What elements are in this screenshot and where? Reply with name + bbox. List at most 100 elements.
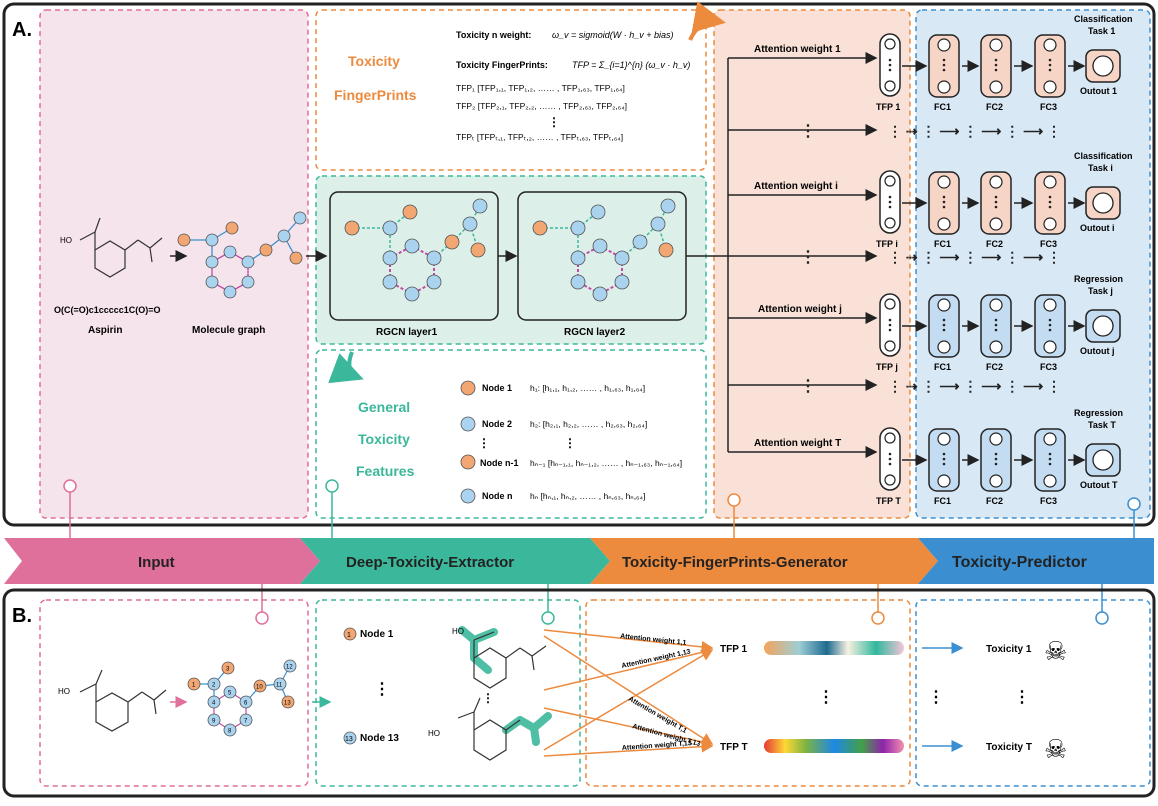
b-aspirin-structure: [79, 669, 167, 732]
fc-layer: [928, 428, 960, 492]
graph-node-number: 12: [286, 665, 293, 671]
stage-generator-arrow: [590, 538, 938, 584]
tfp-capsule: [879, 293, 901, 357]
task-label: Task j: [1088, 286, 1113, 296]
b-node13-number: 13: [345, 736, 353, 743]
output-node: [1092, 449, 1114, 471]
b-tfpt-label: TFP T: [720, 742, 748, 753]
b-highlight-molecule-1: HO ⋮: [452, 626, 547, 705]
b-ho-1: HO: [452, 627, 464, 636]
svg-text:⋮: ⋮: [800, 378, 816, 395]
feature-node-n-1-vector: hₙ₋₁ [hₙ₋₁,₁, hₙ₋₁,₂, …… , hₙ₋₁,₆₃, hₙ₋₁…: [530, 458, 682, 468]
graph-node-number: 1: [192, 683, 196, 689]
graph-node-number: 7: [244, 719, 248, 725]
tfp-label: Toxicity FingerPrints:: [456, 60, 548, 70]
output-label: Outout j: [1080, 346, 1115, 356]
graph-node: 11: [273, 677, 287, 691]
stage-predictor-arrow: [918, 538, 1154, 584]
svg-text:⋮: ⋮: [800, 123, 816, 140]
tfp-label: TFP j: [876, 362, 898, 372]
feature-node-n-1-label: Node n-1: [480, 458, 519, 468]
graph-node-number: 11: [276, 683, 283, 689]
output-label: Outout T: [1080, 480, 1118, 490]
stage-generator-label: Toxicity-FingerPrints-Generator: [622, 554, 848, 571]
weight-formula: ω_v = sigmoid(W · h_v + bias): [552, 30, 674, 40]
b-predictor-box: [915, 599, 1151, 787]
weight-label: Toxicity n weight:: [456, 30, 531, 40]
molecule-graph-caption: Molecule graph: [192, 325, 265, 336]
fc-label: FC3: [1040, 102, 1057, 112]
fc-layer: [1034, 428, 1066, 492]
tfp-row-dots: ⋮: [548, 115, 560, 129]
input-box: [39, 9, 309, 519]
b-node1-number: 1: [347, 632, 351, 639]
b-attention-lines: [543, 629, 714, 757]
fc-label: FC2: [986, 239, 1003, 249]
graph-node: 2: [207, 677, 221, 691]
fc-layer: [928, 34, 960, 98]
b-predict-dots: ⋮: [928, 689, 944, 706]
svg-text:⋮ ⇢ ⋮ ⟶ ⋮ ⟶ ⋮ ⟶ ⋮: ⋮ ⇢ ⋮ ⟶ ⋮ ⟶ ⋮ ⟶ ⋮: [888, 123, 1061, 139]
task-type-label: Regression: [1074, 408, 1123, 418]
panel-b-frame: [2, 588, 1156, 798]
graph-node-number: 3: [226, 667, 230, 673]
graph-node-number: 2: [212, 683, 216, 689]
graph-node-number: 9: [212, 719, 216, 725]
aspirin-name: Aspirin: [88, 325, 122, 336]
attention-label-t: Attention weight T: [754, 438, 841, 449]
graph-node: 5: [223, 685, 237, 699]
b-toxicity-dots: ⋮: [1014, 689, 1030, 706]
b-toxicity-t: Toxicity T: [986, 742, 1032, 753]
svg-text:⋮: ⋮: [800, 249, 816, 266]
ellipsis-row-arrows: ⋮ ⇢ ⋮ ⟶ ⋮ ⟶ ⋮ ⟶ ⋮ ⋮ ⇢ ⋮ ⟶ ⋮ ⟶ ⋮ ⟶ ⋮ ⋮ ⇢ …: [888, 123, 1061, 394]
branch-lines: [686, 52, 878, 458]
fc-layer: [980, 171, 1012, 235]
rgcn-layer2-label: RGCN layer2: [564, 327, 626, 338]
rgcn-layer1-label: RGCN layer1: [376, 327, 438, 338]
graph-node-number: 13: [284, 701, 291, 707]
task-label: Task i: [1088, 163, 1113, 173]
fingerprints-title-1: Toxicity: [348, 53, 400, 69]
attention-label-j: Attention weight j: [758, 304, 842, 315]
stage-predictor-label: Toxicity-Predictor: [952, 554, 1087, 571]
tfp-capsule: [879, 33, 901, 97]
stage-extractor-arrow: [300, 538, 610, 584]
graph-node: 4: [207, 695, 221, 709]
fingerprints-box: [315, 9, 707, 171]
graph-node: 13: [281, 695, 295, 709]
tfp-label: TFP i: [876, 239, 898, 249]
svg-text:⋮: ⋮: [482, 691, 494, 705]
tfp-row-t: TFPₜ [TFPₜ,₁, TFPₜ,₂, …… , TFPₜ,₆₃, TFPₜ…: [456, 132, 623, 142]
feature-node-2-label: Node 2: [482, 419, 512, 429]
panel-b-label: B.: [12, 605, 32, 627]
fc-label: FC2: [986, 362, 1003, 372]
feature-node-n-1: Node n-1 hₙ₋₁ [hₙ₋₁,₁, hₙ₋₁,₂, …… , hₙ₋₁,…: [460, 454, 682, 470]
output-node: [1092, 315, 1114, 337]
fc-label: FC1: [934, 102, 951, 112]
svg-text:⋮ ⇢ ⋮ ⟶ ⋮ ⟶ ⋮ ⟶ ⋮: ⋮ ⇢ ⋮ ⟶ ⋮ ⟶ ⋮ ⟶ ⋮: [888, 249, 1061, 265]
fingerprints-curved-arrow: [688, 1, 726, 41]
output-node: [1092, 192, 1114, 214]
rgcn-graph-1: [344, 198, 488, 302]
output-label: Outout 1: [1080, 86, 1117, 96]
feature-node-n-vector: hₙ [hₙ,₁, hₙ,₂, …… , hₙ,₆₃, hₙ,₆₄]: [530, 491, 645, 501]
b-edge-label-1: Attention weight 1,1: [620, 633, 687, 647]
task-type-label: Classification: [1074, 151, 1133, 161]
b-node1-icon: [343, 627, 357, 641]
feature-node-1-vector: h₁: [h₁,₁, h₁,₂, …… , h₁,₆₃, h₁,₆₄]: [530, 383, 645, 393]
graph-node: 9: [207, 713, 221, 727]
fc-label: FC3: [1040, 496, 1057, 506]
fc-layer: [980, 34, 1012, 98]
fc-label: FC1: [934, 496, 951, 506]
attention-box: [713, 9, 911, 519]
graph-node-number: 6: [244, 701, 248, 707]
attention-label-1: Attention weight 1: [754, 44, 841, 55]
b-generator-box: [585, 599, 911, 787]
